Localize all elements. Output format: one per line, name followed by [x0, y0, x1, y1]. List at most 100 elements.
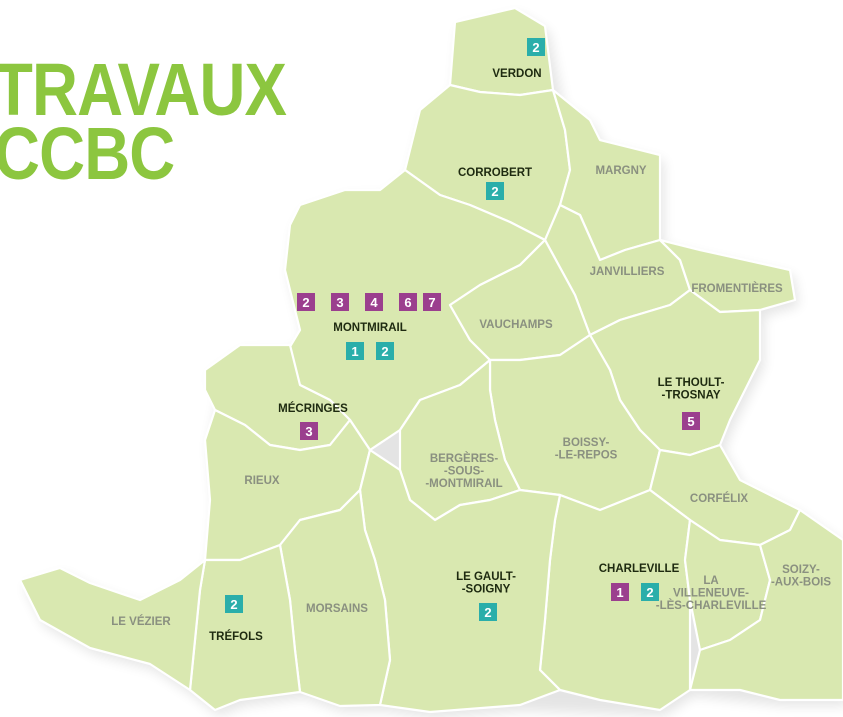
commune-boissy: BOISSY--LE-REPOS [555, 437, 618, 462]
commune-corfelix: CORFÉLIX [690, 492, 748, 505]
commune-label: BERGÈRES- [430, 452, 499, 465]
commune-labels: VERDON2CORROBERT2MARGNYJANVILLIERSFROMEN… [111, 38, 831, 643]
project-badge-number: 1 [351, 344, 358, 359]
commune-label: MORSAINS [306, 603, 368, 615]
map-title: TRAVAUX CCBC [0, 48, 287, 195]
project-badge: 5 [682, 412, 700, 430]
project-badge-box [423, 293, 441, 311]
commune-label: -LÈS-CHARLEVILLE [656, 599, 767, 612]
project-badge: 1 [611, 583, 629, 601]
project-badge-number: 3 [336, 295, 343, 310]
commune-label: MÉCRINGES [278, 402, 348, 415]
commune-label: LE VÉZIER [111, 615, 171, 628]
title-line-1: TRAVAUX [0, 48, 287, 131]
project-badge-number: 1 [616, 585, 623, 600]
project-badge-box [225, 595, 243, 613]
commune-label: -LE-REPOS [555, 450, 618, 462]
project-badge: 7 [423, 293, 441, 311]
project-badge-number: 3 [305, 424, 312, 439]
commune-soizy-aux-bois [688, 508, 843, 702]
commune-janvilliers: JANVILLIERS [590, 266, 665, 278]
project-badge-number: 5 [687, 414, 694, 429]
commune-bergeres: BERGÈRES--SOUS--MONTMIRAIL [425, 452, 502, 490]
project-badge-box [641, 583, 659, 601]
project-badge-box [486, 182, 504, 200]
commune-shapes [18, 6, 843, 717]
commune-trefols: TRÉFOLS 2 [209, 595, 263, 643]
commune-label: LE GAULT- [456, 571, 516, 583]
project-badge-box [300, 422, 318, 440]
commune-label: -SOIGNY [462, 584, 511, 596]
commune-rieux: RIEUX [244, 475, 279, 487]
commune-label: CHARLEVILLE [599, 563, 680, 575]
commune-margny: MARGNY [595, 165, 646, 177]
commune-label: SOIZY- [782, 564, 820, 576]
project-badge-box [331, 293, 349, 311]
project-badge-box [479, 603, 497, 621]
project-badge-number: 2 [646, 585, 653, 600]
commune-vezier: LE VÉZIER [111, 615, 171, 628]
commune-label: LA [703, 575, 718, 587]
commune-label: -TROSNAY [662, 390, 721, 402]
commune-le-vezier [18, 558, 207, 692]
commune-mecringes: MÉCRINGES 3 [278, 402, 348, 440]
project-badge-box [527, 38, 545, 56]
project-badge-box [376, 342, 394, 360]
project-badge-box [399, 293, 417, 311]
commune-corrobert: CORROBERT 2 [458, 167, 532, 200]
commune-vauchamps: VAUCHAMPS [479, 319, 553, 331]
project-badge: 2 [527, 38, 545, 56]
project-badge-box [365, 293, 383, 311]
project-badge: 2 [486, 182, 504, 200]
project-badge-box [611, 583, 629, 601]
commune-label: CORFÉLIX [690, 492, 748, 505]
project-badge-number: 2 [302, 295, 309, 310]
commune-thoult: LE THOULT--TROSNAY 5 [658, 377, 725, 430]
commune-label: VAUCHAMPS [479, 319, 553, 331]
commune-fromentieres: FROMENTIÈRES [691, 282, 783, 295]
project-badge-box [297, 293, 315, 311]
project-badge-number: 6 [404, 295, 411, 310]
project-badge: 2 [225, 595, 243, 613]
commune-label: FROMENTIÈRES [691, 282, 783, 295]
commune-label: -AUX-BOIS [771, 577, 831, 589]
commune-montmirail: MONTMIRAIL 2 3 4 6 7 1 2 [297, 293, 441, 360]
project-badge-number: 2 [484, 605, 491, 620]
commune-label: MONTMIRAIL [333, 322, 406, 334]
project-badge-number: 2 [381, 344, 388, 359]
commune-label: TRÉFOLS [209, 630, 263, 643]
project-badge: 2 [297, 293, 315, 311]
commune-label: LE THOULT- [658, 377, 725, 389]
project-badge-box [682, 412, 700, 430]
project-badge: 2 [376, 342, 394, 360]
commune-trefols [188, 543, 302, 712]
commune-label: VERDON [492, 68, 541, 80]
commune-label: VILLENEUVE- [673, 588, 749, 600]
project-badge-number: 2 [491, 184, 498, 199]
commune-gault: LE GAULT--SOIGNY 2 [456, 571, 516, 621]
commune-label: -MONTMIRAIL [425, 478, 502, 490]
project-badge: 6 [399, 293, 417, 311]
project-badge: 1 [346, 342, 364, 360]
project-badge-number: 2 [532, 40, 539, 55]
commune-label: -SOUS- [444, 466, 484, 478]
project-badge-number: 7 [428, 295, 435, 310]
project-badge: 3 [300, 422, 318, 440]
project-badge-number: 2 [230, 597, 237, 612]
project-badge: 3 [331, 293, 349, 311]
title-line-2: CCBC [0, 112, 175, 195]
commune-label: JANVILLIERS [590, 266, 665, 278]
commune-soizy: SOIZY--AUX-BOIS [771, 564, 831, 589]
project-badge: 2 [479, 603, 497, 621]
commune-charleville: CHARLEVILLE 1 2 [599, 563, 680, 601]
commune-verdon: VERDON 2 [492, 38, 545, 80]
project-badge-box [346, 342, 364, 360]
project-badge: 4 [365, 293, 383, 311]
commune-label: RIEUX [244, 475, 279, 487]
commune-label: CORROBERT [458, 167, 532, 179]
commune-morsains: MORSAINS [306, 603, 368, 615]
commune-label: MARGNY [595, 165, 646, 177]
commune-label: BOISSY- [563, 437, 610, 449]
